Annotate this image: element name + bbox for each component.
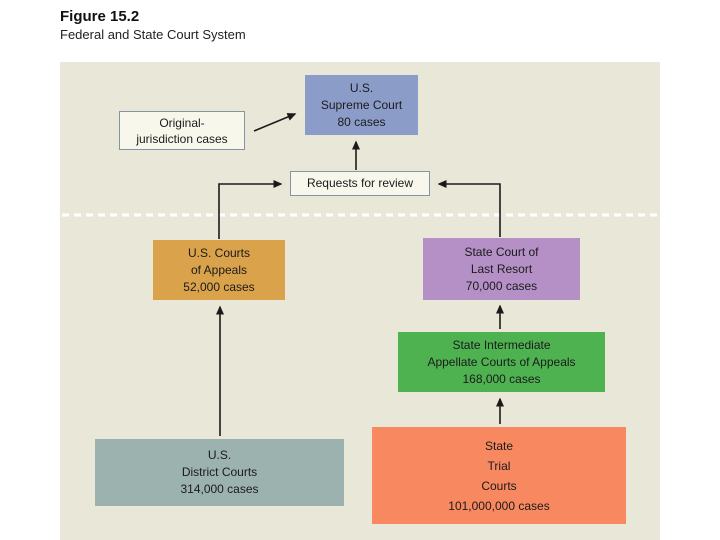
box-line: 101,000,000 cases (448, 498, 550, 513)
box-line: 52,000 cases (183, 279, 255, 294)
box-line: U.S. (349, 80, 374, 95)
us-courts-of-appeals-box: U.S. Courts of Appeals 52,000 cases (153, 240, 285, 300)
box-line: 80 cases (337, 114, 386, 129)
box-line: 314,000 cases (180, 482, 259, 496)
box-line: District Courts (181, 465, 258, 479)
state-intermediate-appellate-box: State Intermediate Appellate Courts of A… (398, 332, 605, 392)
box-line: Last Resort (470, 261, 533, 276)
box-line: State (484, 438, 514, 453)
figure-title: Federal and State Court System (60, 27, 246, 42)
box-line: jurisdiction cases (136, 131, 228, 146)
box-line: 168,000 cases (462, 371, 541, 386)
state-trial-courts-box: State Trial Courts 101,000,000 cases (372, 427, 626, 524)
box-line: State Intermediate (452, 337, 551, 352)
box-line: Supreme Court (320, 97, 403, 112)
box-line: Trial (487, 458, 511, 473)
box-line: of Appeals (190, 262, 248, 277)
box-line: Original- (159, 115, 205, 130)
us-district-courts-box: U.S. District Courts 314,000 cases (95, 439, 344, 506)
box-line: Requests for review (306, 176, 414, 190)
supreme-court-box: U.S. Supreme Court 80 cases (305, 75, 418, 135)
box-line: U.S. Courts (187, 245, 250, 260)
state-court-last-resort-box: State Court of Last Resort 70,000 cases (423, 238, 580, 300)
box-line: Courts (481, 478, 517, 493)
box-line: U.S. (207, 448, 232, 462)
box-line: State Court of (464, 244, 539, 259)
figure-label: Figure 15.2 (60, 8, 140, 25)
box-line: Appellate Courts of Appeals (427, 354, 576, 369)
requests-for-review-box: Requests for review (290, 171, 430, 196)
original-jurisdiction-box: Original- jurisdiction cases (119, 111, 245, 150)
box-line: 70,000 cases (465, 278, 538, 293)
